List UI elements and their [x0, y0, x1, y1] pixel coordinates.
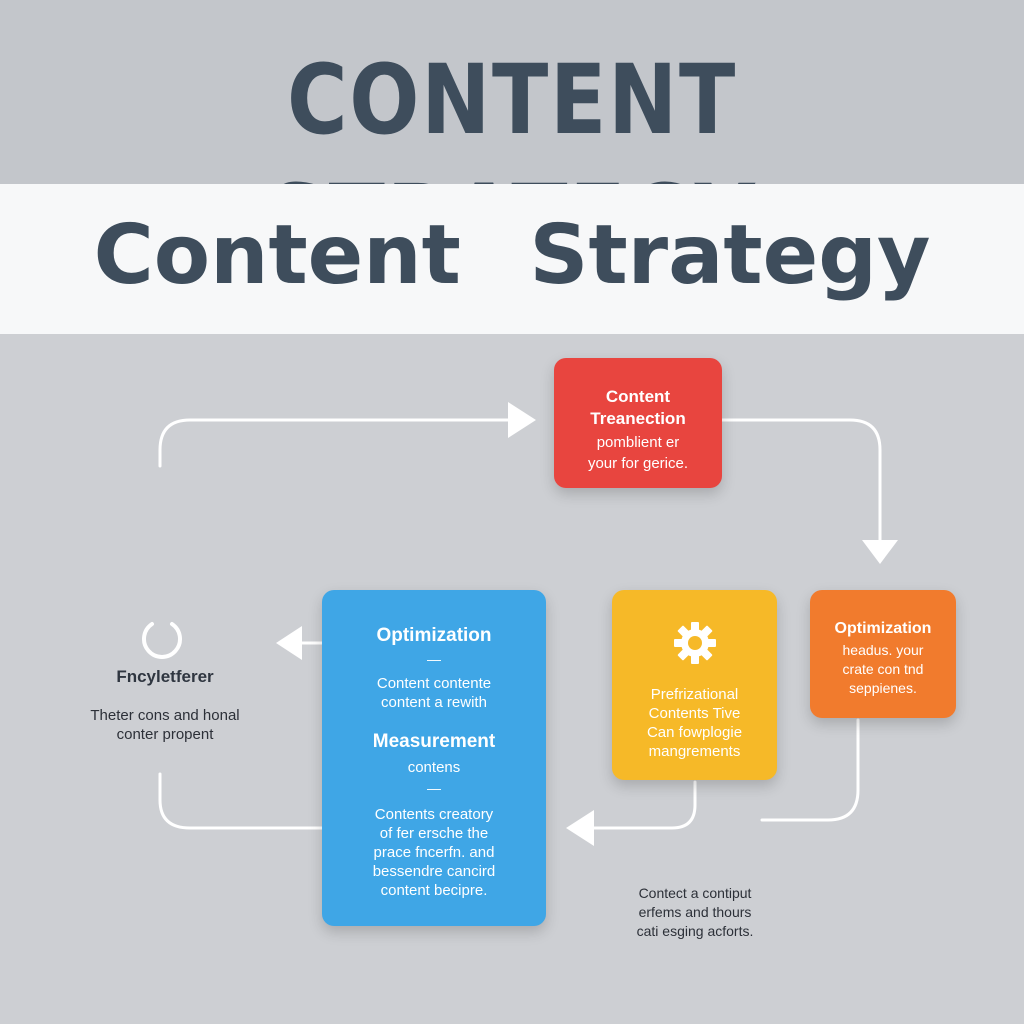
gear-icon [673, 622, 716, 664]
node-body-line: Can fowplogie [646, 724, 743, 741]
page-subtitle: Content Strategy [93, 208, 931, 303]
divider: — [427, 651, 441, 667]
node-prefrizational[interactable]: Prefrizational Contents Tive Can fowplog… [612, 590, 777, 780]
note-line: Contect a contiput [638, 885, 752, 901]
node-body-line: prace fncerfn. and [373, 844, 495, 861]
node-fncyletferer: Fncyletferer Theter cons and honal conte… [60, 614, 270, 744]
note-line: erfems and thours [638, 904, 752, 920]
node-body-line: crate con tnd [842, 661, 924, 677]
node-optimization-measurement[interactable]: Optimization — Content contente content … [322, 590, 546, 926]
ring-icon [142, 622, 182, 659]
node-body-line: content a rewith [381, 694, 487, 711]
arrowhead-right [508, 402, 536, 438]
node-body-line: content becipre. [380, 882, 488, 899]
connector-left-to-red [158, 418, 512, 468]
header-band [0, 0, 1024, 184]
node-body-line: Theter cons and honal [90, 707, 240, 724]
node-body-line: Prefrizational [650, 686, 739, 703]
node-body-line: mangrements [648, 743, 741, 760]
connector-left-bottom-loop [158, 772, 324, 830]
node-body-line: Contents Tive [648, 705, 741, 722]
node-title-line: Content [605, 387, 671, 406]
note-line: cati esging acforts. [636, 923, 754, 939]
node-body-line: your for gerice. [587, 455, 689, 472]
node-optimization[interactable]: Optimization headus. your crate con tnd … [810, 590, 956, 718]
node-heading: Measurement [372, 731, 496, 752]
connector-orange-return [760, 718, 860, 822]
node-body-line: Contents creatory [374, 806, 494, 823]
node-title-line: Treanection [590, 409, 686, 428]
node-body-line: bessendre cancird [372, 863, 496, 880]
node-body-line: pomblient er [596, 434, 680, 451]
node-title: Optimization [834, 620, 932, 637]
connector-red-to-orange [720, 418, 882, 542]
subtitle-band [0, 184, 1024, 334]
node-body-line: Content contente [376, 675, 492, 692]
node-body-line: headus. your [842, 642, 924, 658]
arrowhead-left-blue [566, 810, 594, 846]
node-body-line: contens [407, 759, 461, 776]
arrowhead-left-text [276, 626, 302, 660]
bottom-note: Contect a contiput erfems and thours cat… [600, 884, 790, 941]
node-title: Fncyletferer [116, 667, 214, 686]
node-body-line: conter propent [116, 726, 214, 743]
node-body-line: seppienes. [849, 680, 917, 696]
node-content-transaction[interactable]: Content Treanection pomblient er your fo… [554, 358, 722, 488]
node-heading: Optimization [376, 625, 492, 646]
divider: — [427, 780, 441, 796]
node-body-line: of fer ersche the [379, 825, 489, 842]
connector-yellow-to-blue [588, 780, 697, 830]
arrowhead-down [862, 540, 898, 564]
